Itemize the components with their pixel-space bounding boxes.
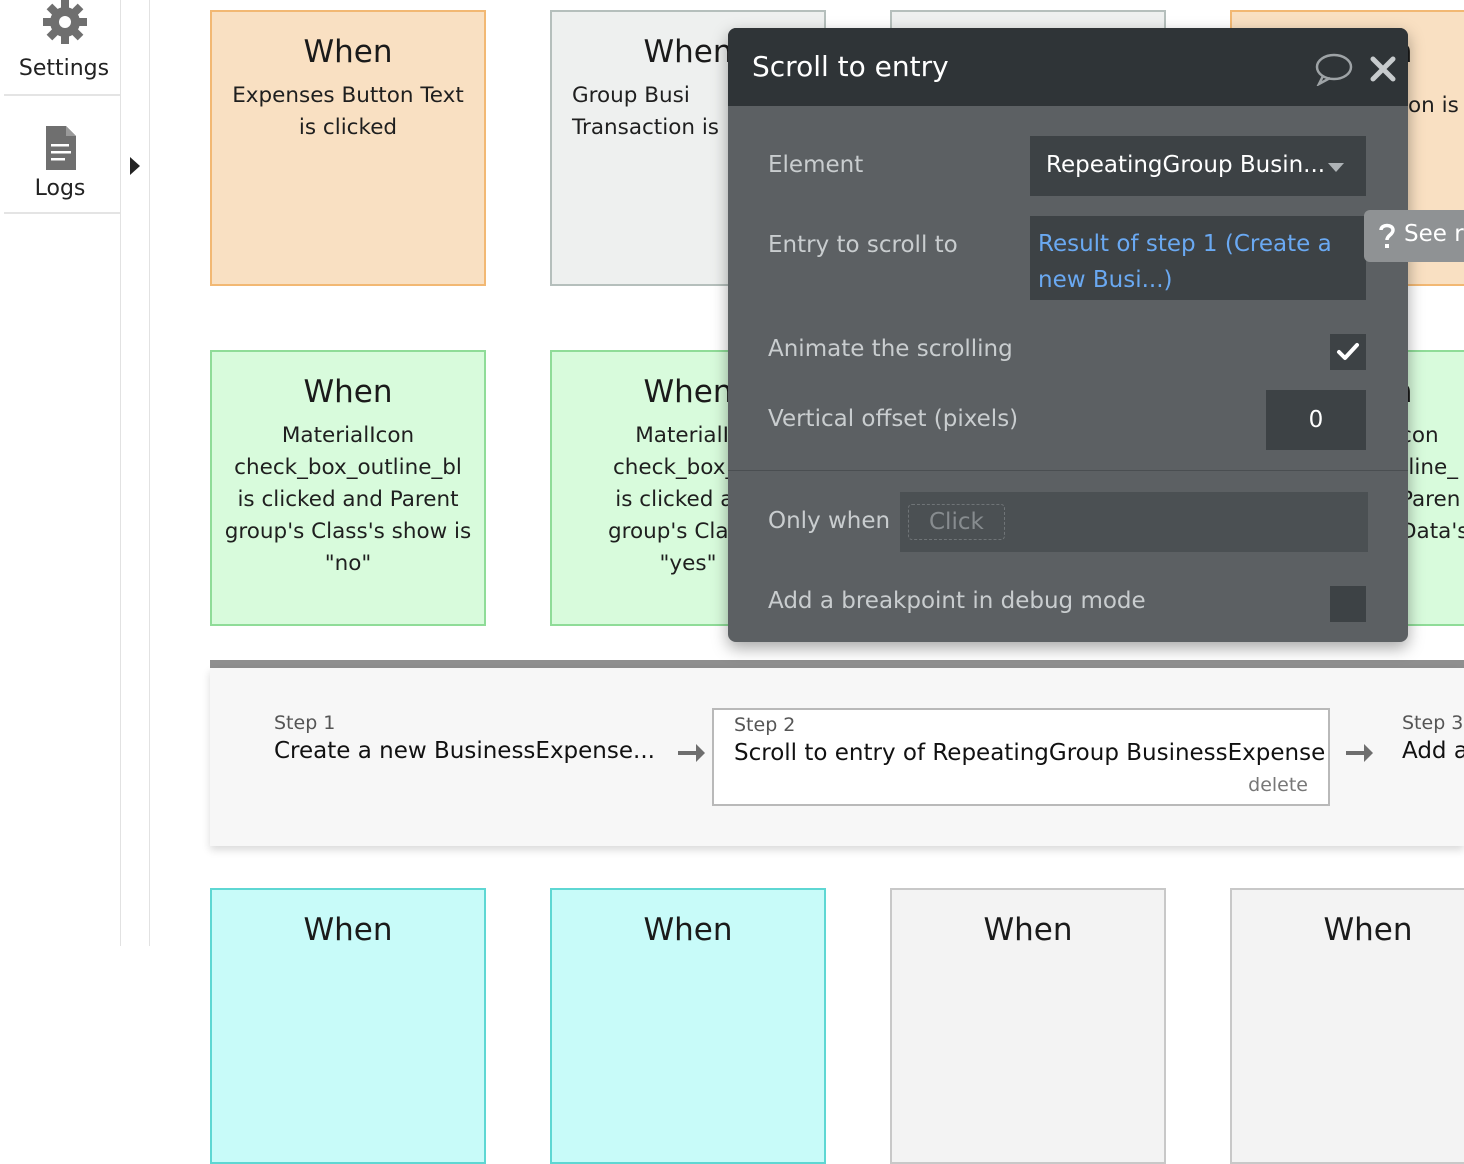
close-icon[interactable] bbox=[1370, 56, 1396, 82]
delete-step-link[interactable]: delete bbox=[1248, 774, 1308, 796]
event-card[interactable]: When bbox=[550, 888, 826, 1164]
scroll-to-entry-dialog: Scroll to entry Element RepeatingGroup B… bbox=[728, 28, 1408, 642]
arrow-right-icon bbox=[1346, 744, 1373, 762]
chevron-down-icon bbox=[1328, 163, 1344, 172]
event-card-title: When bbox=[643, 374, 733, 410]
event-card-title: When bbox=[303, 374, 393, 410]
dialog-title: Scroll to entry bbox=[752, 50, 949, 83]
animate-label: Animate the scrolling bbox=[768, 336, 1013, 362]
left-sidebar: Settings Logs bbox=[0, 0, 121, 946]
vertical-offset-input[interactable]: 0 bbox=[1266, 390, 1366, 450]
event-card-description: Group Busi Transaction is bbox=[572, 83, 720, 140]
comment-icon[interactable] bbox=[1314, 52, 1354, 86]
element-label: Element bbox=[768, 152, 864, 178]
event-card-title: When bbox=[983, 912, 1073, 948]
steps-panel-top-bar bbox=[210, 660, 1464, 668]
settings-tab[interactable]: Settings bbox=[4, 0, 120, 96]
event-card-title: When bbox=[1323, 912, 1413, 948]
step-number: Step 2 bbox=[734, 714, 796, 736]
divider bbox=[728, 470, 1408, 471]
event-card-description: MaterialIcon check_box_outline_bl is cli… bbox=[224, 423, 472, 576]
element-dropdown[interactable]: RepeatingGroup Busin... bbox=[1030, 136, 1366, 196]
settings-label: Settings bbox=[18, 56, 110, 81]
gear-icon bbox=[43, 0, 87, 44]
entry-expression-value[interactable]: Result of step 1 (Create a new Busi...) bbox=[1038, 231, 1332, 293]
arrow-right-icon bbox=[678, 744, 705, 762]
step-number: Step 1 bbox=[274, 712, 336, 734]
event-card[interactable]: When Expenses Button Text is clicked bbox=[210, 10, 486, 286]
event-card[interactable]: When bbox=[890, 888, 1166, 1164]
event-card-description: Expenses Button Text is clicked bbox=[232, 83, 464, 140]
step-number: Step 3 bbox=[1402, 712, 1464, 734]
dialog-header: Scroll to entry bbox=[728, 28, 1408, 106]
only-when-field[interactable]: Click bbox=[900, 492, 1368, 552]
logs-label: Logs bbox=[34, 176, 86, 201]
breakpoint-checkbox[interactable] bbox=[1330, 586, 1366, 622]
event-card-title: When bbox=[303, 34, 393, 70]
only-when-label: Only when bbox=[768, 508, 891, 534]
question-icon bbox=[1379, 223, 1395, 248]
entry-expression-field[interactable]: Result of step 1 (Create a new Busi...) bbox=[1030, 216, 1366, 300]
entry-label: Entry to scroll to bbox=[768, 232, 958, 258]
see-reference-label: See r bbox=[1404, 221, 1464, 247]
event-card-description: on is bbox=[1408, 93, 1459, 118]
expand-arrow-icon[interactable] bbox=[129, 156, 141, 176]
step-2-box[interactable]: Step 2 Scroll to entry of RepeatingGroup… bbox=[712, 708, 1330, 806]
document-icon bbox=[46, 126, 76, 170]
event-card-title: When bbox=[643, 34, 733, 70]
event-card-title: When bbox=[643, 912, 733, 948]
only-when-placeholder[interactable]: Click bbox=[908, 504, 1005, 540]
event-card[interactable]: When MaterialIcon check_box_outline_bl i… bbox=[210, 350, 486, 626]
element-dropdown-value: RepeatingGroup Busin... bbox=[1046, 152, 1326, 178]
event-card[interactable]: When bbox=[1230, 888, 1464, 1164]
step-2: Step 2 Scroll to entry of RepeatingGroup… bbox=[734, 714, 1325, 766]
event-card-title: When bbox=[303, 912, 393, 948]
step-3[interactable]: Step 3 Add a bbox=[1402, 712, 1464, 764]
logs-tab[interactable]: Logs bbox=[4, 96, 120, 214]
step-title: Create a new BusinessExpense... bbox=[274, 738, 655, 764]
see-reference-tab[interactable]: See r bbox=[1364, 210, 1464, 262]
event-card-description: con tline_ Paren Data's bbox=[1400, 423, 1464, 544]
breakpoint-label: Add a breakpoint in debug mode bbox=[768, 588, 1146, 614]
panel-gutter bbox=[121, 0, 150, 946]
step-title: Scroll to entry of RepeatingGroup Busine… bbox=[734, 740, 1326, 766]
step-title: Add a bbox=[1402, 738, 1464, 764]
checkmark-icon bbox=[1337, 343, 1359, 360]
offset-label: Vertical offset (pixels) bbox=[768, 406, 1019, 432]
animate-checkbox[interactable] bbox=[1330, 334, 1366, 370]
event-card[interactable]: When bbox=[210, 888, 486, 1164]
step-1[interactable]: Step 1 Create a new BusinessExpense... bbox=[274, 712, 655, 764]
